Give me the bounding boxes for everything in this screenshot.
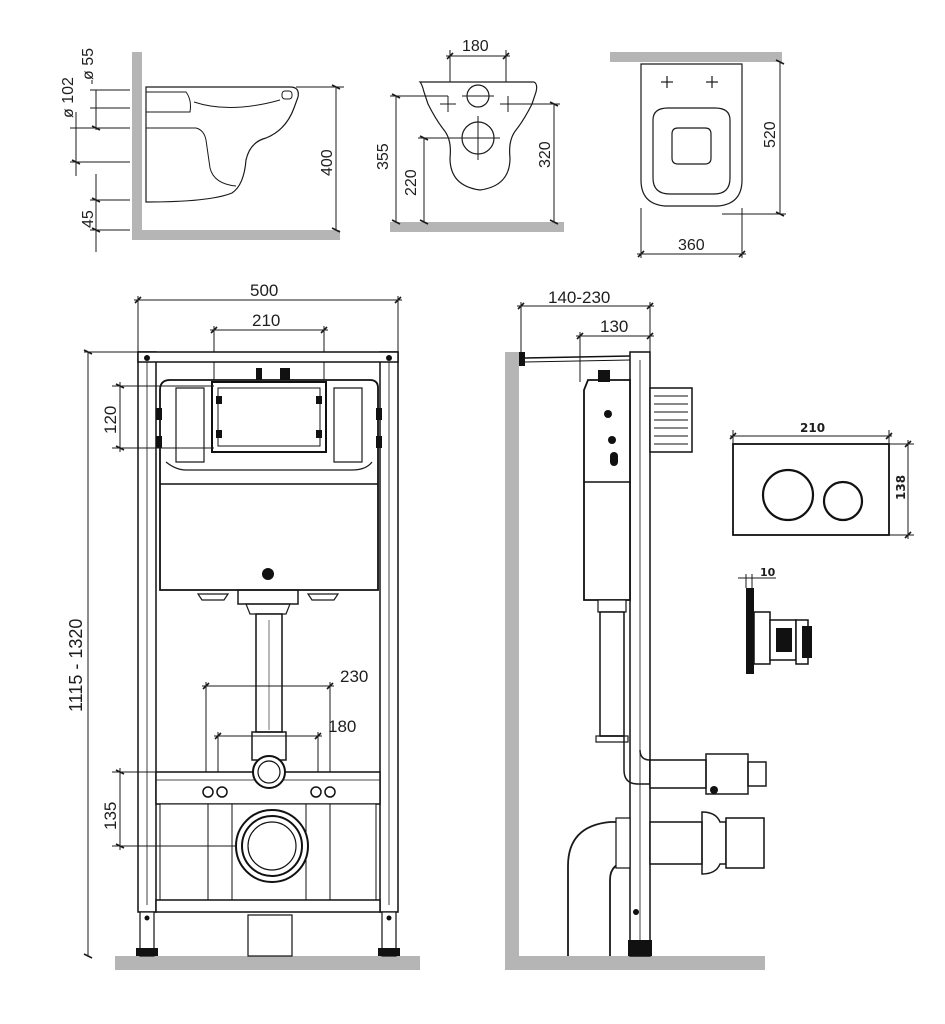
frame-top-bar	[137, 351, 399, 363]
dim-360: 360	[678, 237, 705, 254]
dim-d102: ø 102	[60, 77, 77, 118]
dim-120: 120	[101, 406, 120, 434]
wall-side	[505, 352, 519, 970]
bowl-top-view: 520 360	[610, 52, 786, 258]
bowl-side-outline	[145, 86, 299, 203]
flush-plate-side: 10	[738, 566, 812, 674]
dim-230: 230	[340, 667, 368, 686]
wall-horizontal	[610, 52, 782, 62]
dim-1115-1320: 1115 - 1320	[66, 619, 86, 712]
dim-520: 520	[762, 121, 779, 148]
dim-320: 320	[537, 141, 554, 168]
dim-180-top: 180	[462, 38, 489, 55]
dim-plate-138: 138	[894, 475, 908, 500]
bowl-back-outline	[418, 81, 538, 191]
dim-plate-10: 10	[760, 566, 776, 579]
wall-vertical	[132, 52, 142, 240]
dim-130: 130	[600, 317, 628, 336]
full-flush-button	[761, 468, 815, 522]
bowl-side-view: ø 102 ø 55 45 400	[60, 48, 344, 252]
half-flush-button	[822, 480, 864, 522]
dim-210: 210	[252, 311, 280, 330]
frame-side-view: 140-230 130	[505, 288, 767, 970]
button-opening	[211, 381, 327, 453]
bowl-top-outline	[640, 63, 743, 207]
dim-180: 180	[328, 717, 356, 736]
dim-220: 220	[403, 169, 420, 196]
floor	[132, 230, 340, 240]
floor-front	[115, 956, 420, 970]
dim-500: 500	[250, 281, 278, 300]
dim-plate-210: 210	[800, 421, 825, 435]
frame-front-view: 500 210	[66, 281, 420, 970]
dim-400: 400	[319, 149, 336, 176]
floor	[390, 222, 564, 232]
dim-135: 135	[101, 802, 120, 830]
bowl-back-view: 180 355 220 320	[375, 38, 564, 232]
drain-elbow	[567, 821, 630, 956]
flush-plate: 210 138	[729, 421, 914, 539]
dim-140-230: 140-230	[548, 288, 610, 307]
dim-d55: ø 55	[80, 48, 97, 80]
dim-355: 355	[375, 143, 392, 170]
dim-45: 45	[80, 210, 97, 228]
floor-side	[505, 956, 765, 970]
